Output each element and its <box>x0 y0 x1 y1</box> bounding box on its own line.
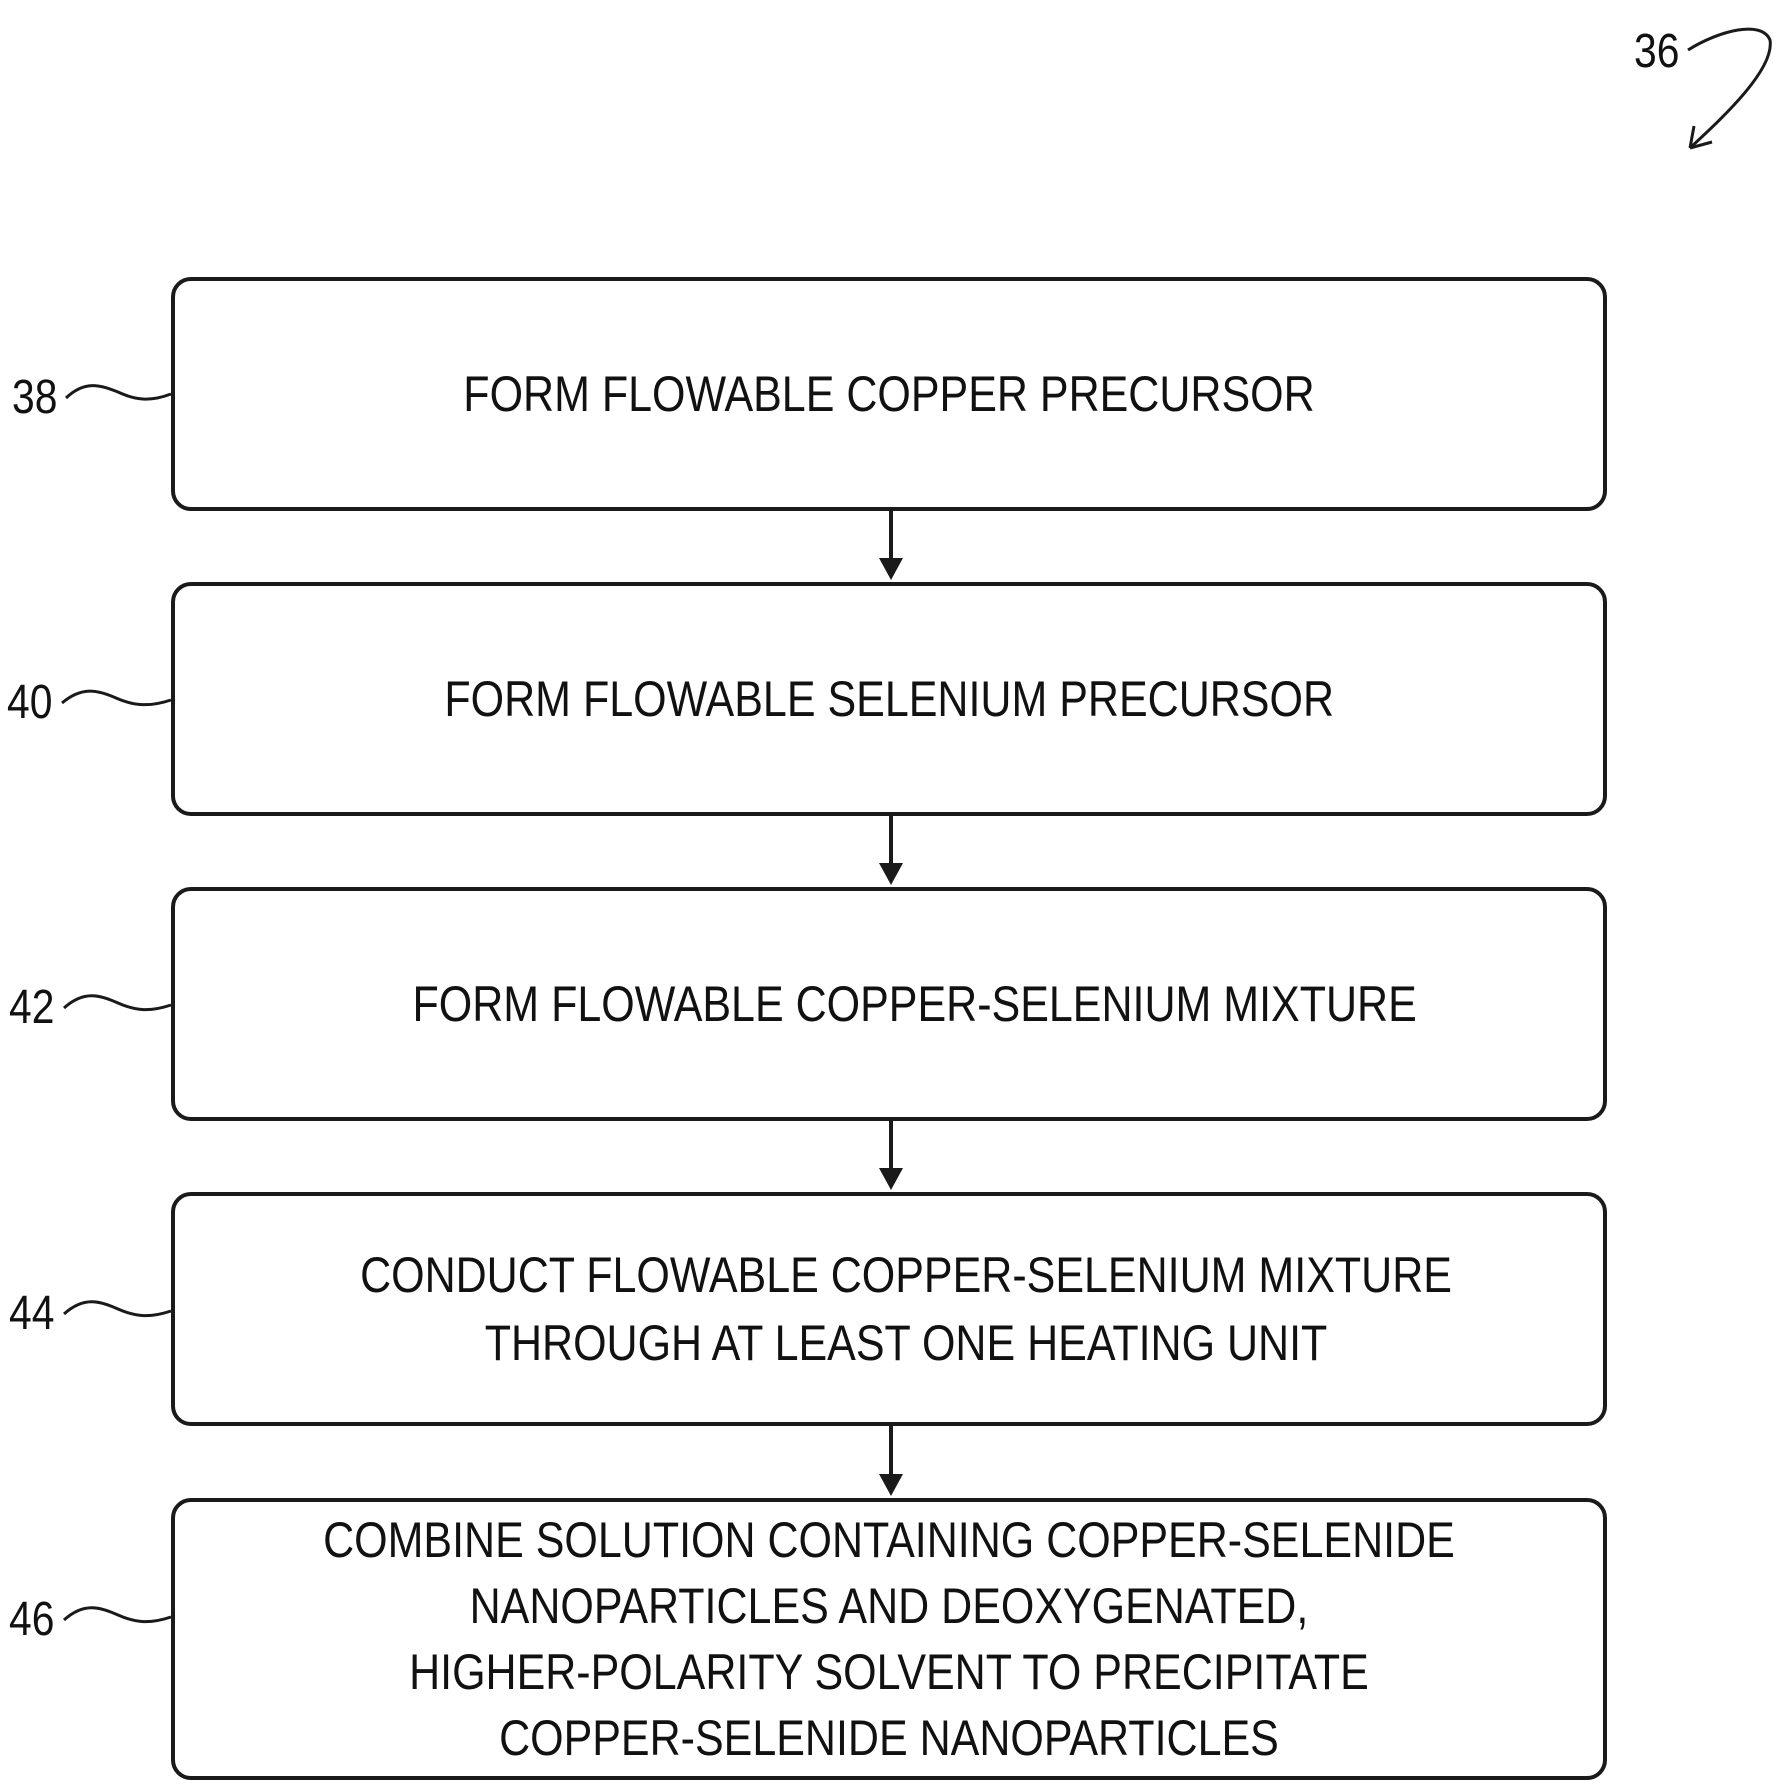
figure-ref-arrowhead <box>1688 125 1713 150</box>
step-box-38: FORM FLOWABLE COPPER PRECURSOR <box>171 277 1607 511</box>
step-box-42: FORM FLOWABLE COPPER-SELENIUM MIXTURE <box>171 887 1607 1121</box>
step-text-42: FORM FLOWABLE COPPER-SELENIUM MIXTURE <box>361 970 1417 1038</box>
figure-ref-label: 36 <box>1634 25 1680 78</box>
step-text-44: CONDUCT FLOWABLE COPPER-SELENIUM MIXTURE… <box>326 1241 1452 1377</box>
step-46-line-4: COPPER-SELENIDE NANOPARTICLES <box>499 1710 1279 1766</box>
figure-ref-arrow <box>1687 27 1772 150</box>
step-box-46: COMBINE SOLUTION CONTAINING COPPER-SELEN… <box>171 1498 1607 1780</box>
step-44-line-1: CONDUCT FLOWABLE COPPER-SELENIUM MIXTURE <box>360 1247 1453 1303</box>
step-box-40: FORM FLOWABLE SELENIUM PRECURSOR <box>171 582 1607 816</box>
step-46-line-2: NANOPARTICLES AND DEOXYGENATED, <box>469 1578 1309 1634</box>
step-42-line-1: FORM FLOWABLE COPPER-SELENIUM MIXTURE <box>412 976 1417 1032</box>
step-38-line-1: FORM FLOWABLE COPPER PRECURSOR <box>463 366 1315 422</box>
step-text-40: FORM FLOWABLE SELENIUM PRECURSOR <box>444 665 1334 733</box>
step-ref-40: 40 <box>7 676 53 729</box>
leader-line-40 <box>61 689 172 707</box>
step-text-38: FORM FLOWABLE COPPER PRECURSOR <box>463 360 1314 428</box>
leader-line-42 <box>62 994 172 1012</box>
step-ref-46: 46 <box>9 1593 55 1646</box>
step-box-44: CONDUCT FLOWABLE COPPER-SELENIUM MIXTURE… <box>171 1192 1607 1426</box>
flow-arrow-4 <box>879 1424 903 1496</box>
step-46-line-3: HIGHER-POLARITY SOLVENT TO PRECIPITATE <box>409 1644 1369 1700</box>
step-text-46: COMBINE SOLUTION CONTAINING COPPER-SELEN… <box>323 1507 1455 1771</box>
step-ref-38: 38 <box>12 371 58 424</box>
step-46-line-1: COMBINE SOLUTION CONTAINING COPPER-SELEN… <box>323 1512 1455 1568</box>
leader-line-46 <box>62 1606 172 1624</box>
flow-arrow-3 <box>879 1119 903 1190</box>
flow-arrow-1 <box>879 507 903 580</box>
leader-line-44 <box>62 1300 172 1318</box>
step-ref-42: 42 <box>9 981 55 1034</box>
flow-arrow-2 <box>879 814 903 885</box>
step-40-line-1: FORM FLOWABLE SELENIUM PRECURSOR <box>444 671 1334 727</box>
step-44-line-2: THROUGH AT LEAST ONE HEATING UNIT <box>484 1315 1328 1371</box>
leader-line-38 <box>64 384 172 401</box>
step-ref-44: 44 <box>9 1287 55 1340</box>
